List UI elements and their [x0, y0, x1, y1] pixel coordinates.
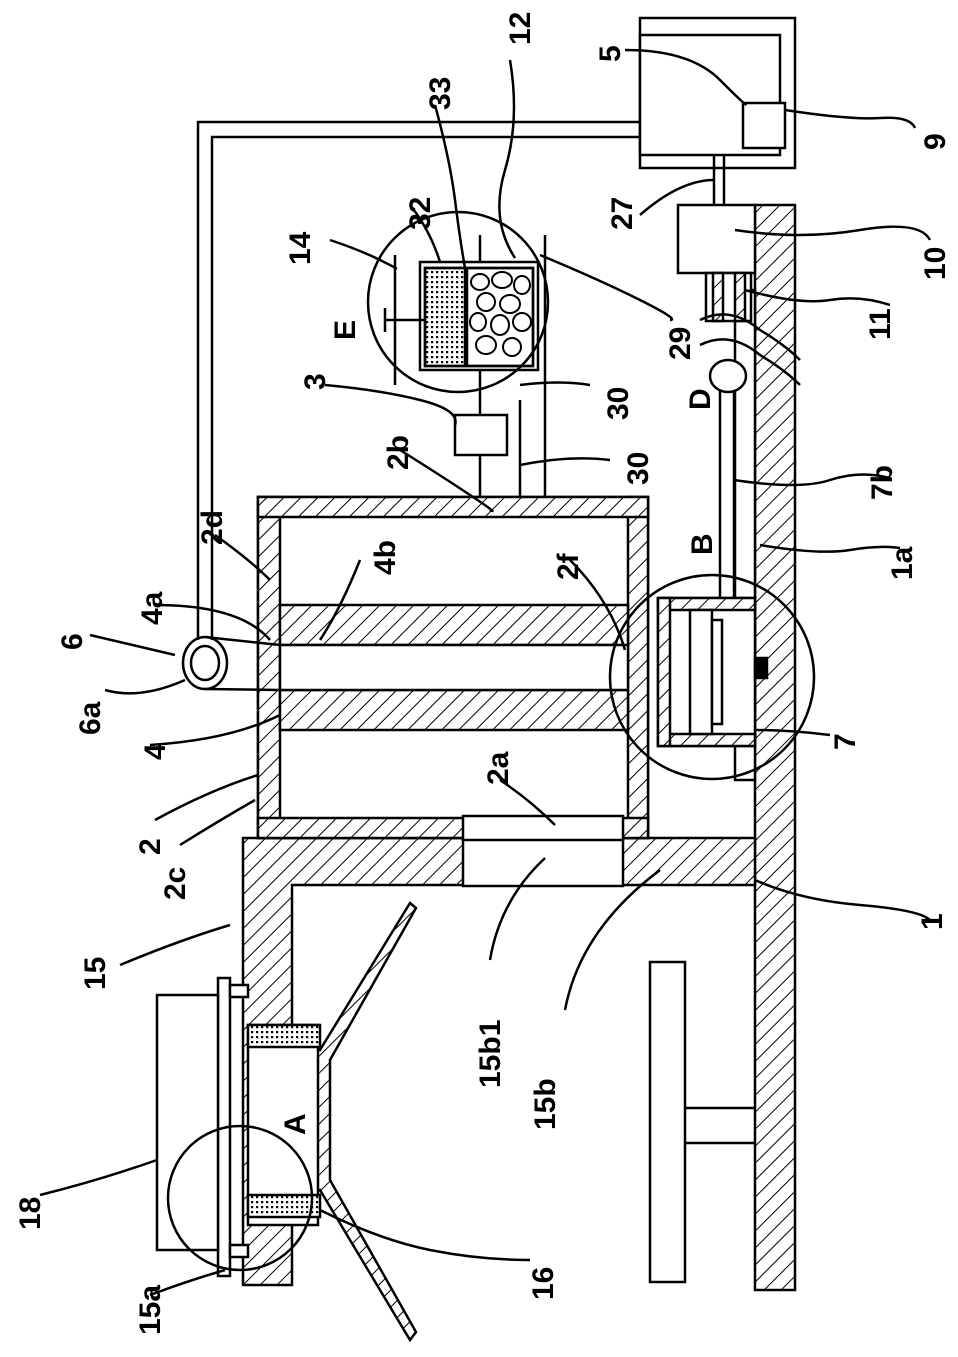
label-6: 6: [56, 633, 89, 650]
leader-6a: [105, 680, 185, 693]
cylinder-mount: [755, 658, 767, 678]
barrel-wall-right: [258, 497, 648, 517]
label-10: 10: [919, 247, 952, 280]
valve-d: [710, 360, 746, 392]
label-33: 33: [424, 77, 457, 110]
leader-6: [90, 635, 175, 655]
label-2a: 2a: [482, 751, 515, 785]
label-32: 32: [404, 197, 437, 230]
cylinder-wall: [658, 734, 755, 746]
rotor-blade-upper: [280, 605, 628, 645]
label-15: 15: [79, 957, 112, 990]
cover-bracket: [230, 1245, 248, 1257]
label-18: 18: [14, 1197, 47, 1230]
leader-15: [120, 925, 230, 965]
label-30-lower: 30: [622, 452, 655, 485]
piston-rod: [712, 620, 722, 724]
fan-hub: [191, 646, 219, 680]
leader-3: [325, 385, 456, 425]
cover-bracket: [230, 985, 248, 997]
label-12: 12: [504, 12, 537, 45]
leader-29: [540, 255, 672, 320]
leader-18: [40, 1160, 157, 1195]
label-2d: 2d: [196, 510, 229, 545]
leader-15b: [565, 870, 660, 1010]
label-2f: 2f: [552, 552, 585, 580]
label-15a: 15a: [134, 1285, 167, 1335]
label-2b: 2b: [382, 435, 415, 470]
piston: [690, 610, 712, 734]
leader-2: [155, 775, 258, 820]
motor-9: [743, 103, 785, 148]
lower-stand-plate: [650, 962, 685, 1282]
label-3: 3: [299, 373, 332, 390]
cylinder-wall: [658, 598, 755, 610]
label-29: 29: [664, 327, 697, 360]
pump-10: [678, 205, 755, 273]
label-1: 1: [916, 913, 949, 930]
leader-33: [435, 105, 465, 268]
hopper-seal-top: [248, 1025, 320, 1047]
rotor-blade-lower: [280, 690, 628, 730]
label-7: 7: [829, 733, 862, 750]
label-6a: 6a: [74, 701, 107, 735]
label-7b: 7b: [866, 465, 899, 500]
label-14: 14: [284, 231, 317, 265]
label-D: D: [684, 388, 717, 410]
pipe-11-wall: [735, 273, 745, 321]
motor-18-box: [157, 995, 218, 1250]
label-E: E: [329, 320, 362, 340]
leader-12: [499, 60, 515, 258]
label-4b: 4b: [369, 540, 402, 575]
barrel-opening: [463, 816, 623, 840]
leader-14: [330, 240, 396, 268]
label-5: 5: [594, 45, 627, 62]
label-15b: 15b: [529, 1078, 562, 1130]
label-11: 11: [864, 308, 897, 340]
label-16: 16: [527, 1267, 560, 1300]
leader-30b: [520, 458, 610, 465]
cylinder-wall: [658, 598, 670, 746]
label-A: A: [279, 1113, 312, 1135]
leader-30a: [520, 383, 590, 386]
filter-cotton-32: [425, 268, 465, 366]
label-1a: 1a: [886, 546, 919, 580]
fan-belt-b: [205, 689, 280, 690]
barrel-wall-top: [258, 497, 280, 838]
label-2: 2: [134, 838, 167, 855]
label-B: B: [686, 533, 719, 555]
label-9: 9: [919, 133, 952, 150]
valve-3: [455, 415, 507, 455]
label-15b1: 15b1: [474, 1020, 507, 1088]
label-2c: 2c: [159, 867, 192, 900]
label-27: 27: [606, 197, 639, 230]
base-plate: [755, 205, 795, 1290]
barrel-wall-bottom: [628, 497, 648, 838]
label-4a: 4a: [136, 591, 169, 625]
rotor-shaft: [280, 645, 628, 690]
label-4: 4: [139, 743, 172, 760]
leader-9: [785, 110, 915, 128]
label-30-upper: 30: [602, 387, 635, 420]
